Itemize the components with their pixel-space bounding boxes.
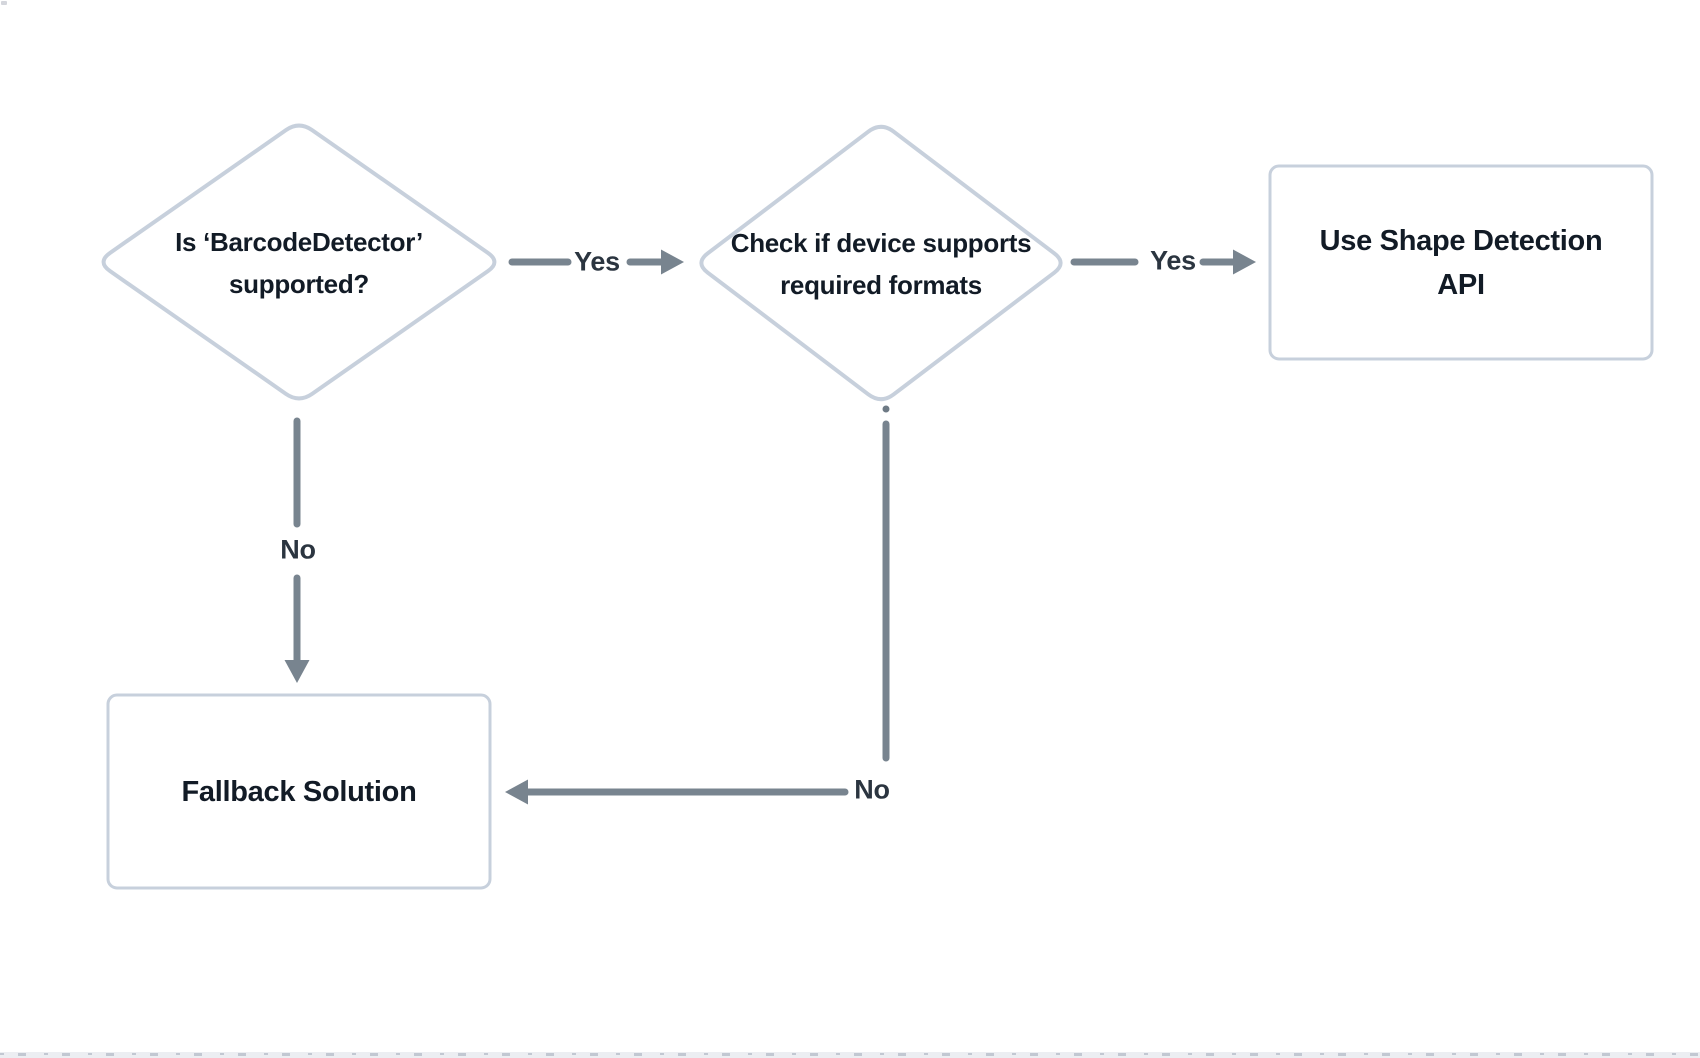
arrowhead-down-icon [284, 660, 310, 683]
edge-start-dot [882, 405, 890, 413]
edge-label-yes-1: Yes [574, 246, 620, 277]
edge-label-no-1: No [280, 534, 316, 565]
cutoff-content-strip [0, 1052, 1700, 1058]
edge-label-no-2: No [854, 774, 890, 805]
process-box-fallback-solution-label: Fallback Solution [181, 775, 417, 808]
process-box-fallback-solution [106, 693, 492, 890]
process-box-use-shape-detection [1268, 164, 1654, 361]
decision-diamond-barcodedetector-label: Is ‘BarcodeDetector’ supported? [175, 227, 423, 299]
process-box-use-shape-detection-label: Use Shape Detection API [1319, 224, 1603, 301]
arrowhead-left-icon [505, 779, 528, 805]
edge-label-yes-2: Yes [1150, 245, 1196, 276]
cutoff-content-marks [0, 1053, 1700, 1056]
arrowhead-right-icon [1233, 249, 1256, 275]
decision-diamond-formats [699, 124, 1063, 402]
arrowhead-right-icon [661, 249, 684, 275]
corner-artifact [1, 1, 7, 5]
decision-diamond-formats-label: Check if device supports required format… [730, 228, 1032, 300]
decision-diamond-barcodedetector [101, 123, 497, 401]
